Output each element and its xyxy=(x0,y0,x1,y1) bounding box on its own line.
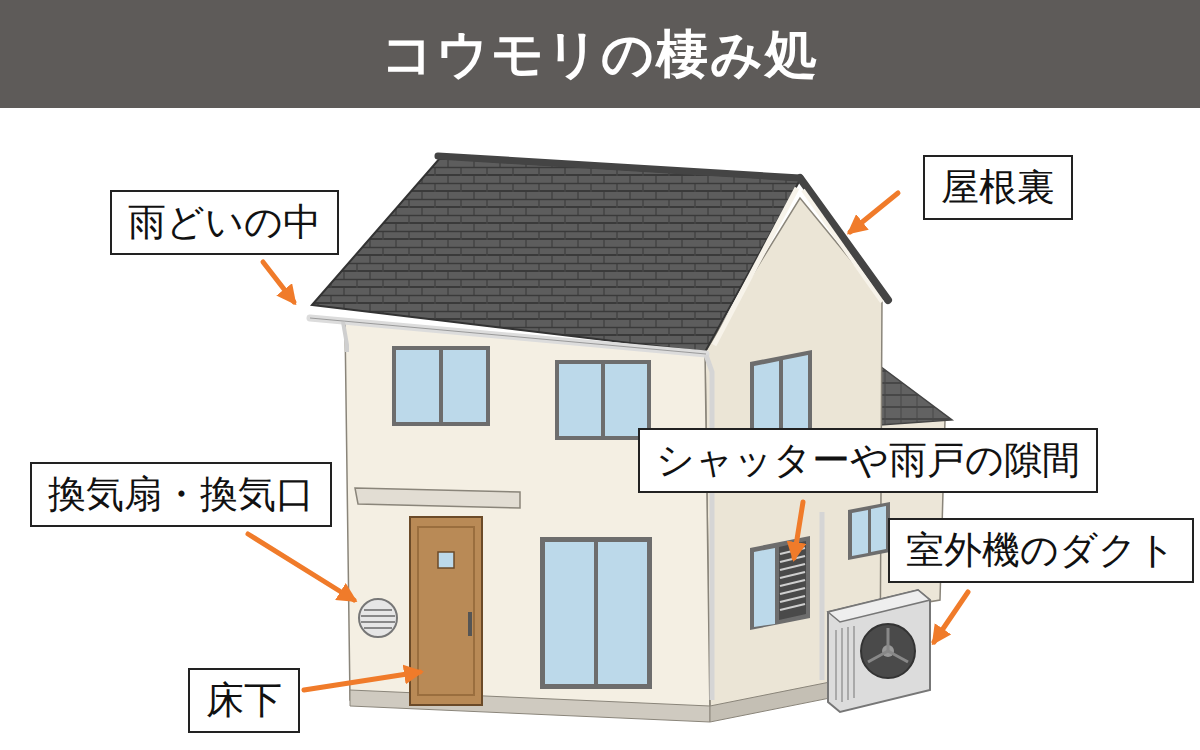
house xyxy=(835,630,837,700)
house xyxy=(350,690,710,722)
house xyxy=(443,350,486,422)
house xyxy=(361,610,395,628)
callout-box: 換気扇・換気口 xyxy=(30,462,332,527)
house xyxy=(803,190,882,302)
house xyxy=(438,156,800,178)
house xyxy=(364,609,392,611)
callout-box: 床下 xyxy=(188,668,300,733)
house xyxy=(780,572,805,578)
house xyxy=(780,588,805,594)
callout-box: 室外機のダクト xyxy=(888,518,1194,583)
callout-label: 室外機のダクト xyxy=(906,526,1176,575)
callout-label: 床下 xyxy=(206,676,282,725)
house xyxy=(754,548,775,627)
house xyxy=(598,542,647,684)
leader-arrows xyxy=(850,193,898,232)
house xyxy=(545,542,594,684)
house xyxy=(852,510,868,556)
house xyxy=(780,604,805,610)
house xyxy=(438,552,454,568)
house xyxy=(783,355,808,435)
house xyxy=(605,364,647,436)
house xyxy=(343,322,347,352)
house xyxy=(418,527,474,695)
house xyxy=(540,537,652,689)
house xyxy=(828,590,930,622)
house xyxy=(361,615,395,617)
house xyxy=(887,628,890,651)
house xyxy=(310,318,706,354)
house xyxy=(780,596,805,602)
house xyxy=(410,517,482,705)
house xyxy=(800,178,888,300)
house xyxy=(345,322,710,716)
house xyxy=(853,626,855,698)
leader-arrows xyxy=(263,262,294,302)
callout-box: シャッターや雨戸の隙間 xyxy=(638,428,1098,493)
house xyxy=(559,364,601,436)
house xyxy=(355,488,520,508)
callout-box: 雨どいの中 xyxy=(110,190,339,255)
house xyxy=(468,612,472,636)
house xyxy=(841,628,843,702)
house xyxy=(396,350,439,422)
house xyxy=(820,512,825,680)
house xyxy=(780,564,805,570)
house xyxy=(310,318,706,354)
house xyxy=(828,590,930,712)
house xyxy=(706,355,712,700)
house xyxy=(780,580,805,586)
house xyxy=(361,621,395,623)
house xyxy=(364,627,392,629)
title-text: コウモリの棲み処 xyxy=(0,0,1200,108)
leader-arrows xyxy=(934,592,968,642)
callout-box: 屋根裏 xyxy=(923,155,1073,220)
house xyxy=(848,502,890,560)
house xyxy=(847,627,849,700)
callout-label: シャッターや雨戸の隙間 xyxy=(656,436,1080,485)
house xyxy=(861,624,915,678)
house xyxy=(750,536,810,630)
house xyxy=(888,651,908,662)
house xyxy=(871,506,886,552)
house xyxy=(714,188,797,345)
house xyxy=(836,626,854,702)
leader-arrows xyxy=(248,534,354,600)
callout-label: 雨どいの中 xyxy=(128,198,321,247)
house xyxy=(868,651,888,662)
house xyxy=(868,628,908,662)
house xyxy=(392,346,490,426)
title-band xyxy=(0,0,1200,108)
leader-arrows xyxy=(794,502,803,558)
leader-arrows xyxy=(304,672,420,690)
house xyxy=(359,599,397,637)
callout-label: 屋根裏 xyxy=(941,163,1055,212)
callout-label: 換気扇・換気口 xyxy=(48,470,314,519)
house xyxy=(555,360,651,440)
